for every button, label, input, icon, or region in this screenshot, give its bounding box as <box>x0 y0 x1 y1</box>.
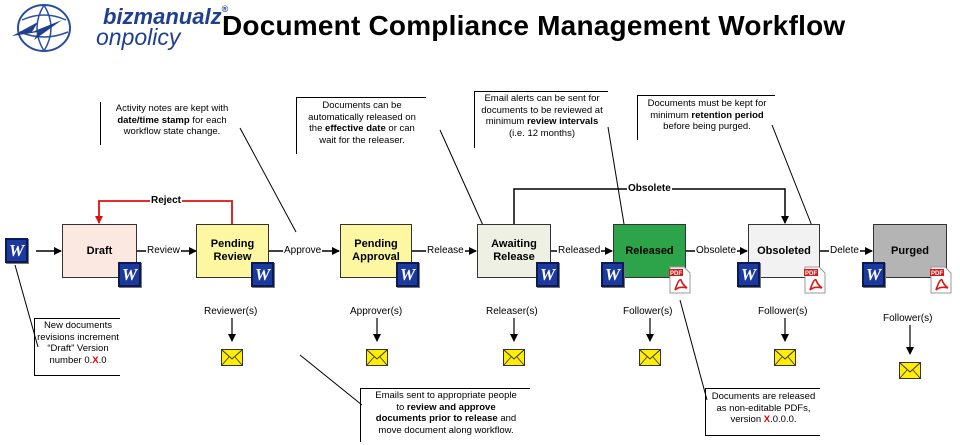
word-document-icon: W <box>862 262 885 287</box>
pdf-icon: PDF <box>669 266 691 294</box>
state-draft-label: Draft <box>86 244 113 257</box>
actor-approvers: Approver(s) <box>350 306 403 317</box>
pdfs-note-bracket <box>705 388 820 436</box>
auto-release-note-pointer <box>439 129 487 233</box>
email-envelope-icon <box>774 349 796 366</box>
email-alerts-note-bracket <box>474 91 608 148</box>
transition-label-obsolete-top: Obsolete <box>627 183 672 195</box>
state-released-label: Released <box>625 244 674 257</box>
transition-label-release: Release <box>426 245 465 257</box>
state-pending-review-label: Pending Review <box>210 238 255 263</box>
emails-note-bracket <box>360 388 530 442</box>
pdf-icon: PDF <box>930 266 952 294</box>
email-envelope-icon <box>639 349 661 366</box>
svg-text:PDF: PDF <box>805 271 817 277</box>
auto-release-note-bracket <box>296 97 426 154</box>
activity-note: Activity notes are kept with date/time s… <box>115 103 229 137</box>
svg-text:PDF: PDF <box>670 271 682 277</box>
globe-arrow-logo-icon <box>12 4 71 52</box>
state-obsoleted-label: Obsoleted <box>757 244 811 257</box>
email-envelope-icon <box>503 349 525 366</box>
pdfs-note: Documents are released as non-editable P… <box>711 391 816 425</box>
actor-releasers: Releaser(s) <box>486 306 538 317</box>
svg-text:PDF: PDF <box>931 271 943 277</box>
word-document-icon: W <box>396 262 419 287</box>
logo-text-onpolicy: onpolicy <box>96 24 181 50</box>
email-envelope-icon <box>366 349 388 366</box>
word-document-icon: W <box>118 262 141 287</box>
activity-note-bracket <box>100 102 240 145</box>
word-document-icon: W <box>536 262 559 287</box>
state-released[interactable]: Released <box>613 224 686 278</box>
state-pending-approval-label: Pending Approval <box>352 238 400 263</box>
auto-release-note: Documents can be automatically released … <box>308 100 416 146</box>
transition-label-review: Review <box>146 245 181 257</box>
state-awaiting-release-label: Awaiting Release <box>491 238 537 263</box>
email-envelope-icon <box>899 362 921 379</box>
actor-reviewers: Reviewer(s) <box>204 306 258 317</box>
email-alerts-note: Email alerts can be sent for documents t… <box>481 93 603 139</box>
word-document-icon: W <box>251 262 274 287</box>
bizmanualz-logo: bizmanualz® onpolicy <box>8 2 228 54</box>
actor-followers-purged: Follower(s) <box>883 313 933 324</box>
page-title: Document Compliance Management Workflow <box>222 10 846 41</box>
state-purged-label: Purged <box>891 244 929 257</box>
pdfs-note-pointer <box>679 299 708 401</box>
word-document-icon: W <box>737 262 760 287</box>
email-alert-note-pointer <box>607 126 625 225</box>
transition-label-released: Released <box>557 245 602 257</box>
retention-note: Documents must be kept for minimum reten… <box>647 98 767 132</box>
transition-label-reject: Reject <box>150 195 183 207</box>
pdf-icon: PDF <box>804 266 826 294</box>
transition-label-approve: Approve <box>283 245 323 257</box>
retention-note-bracket <box>637 95 775 140</box>
retention-note-pointer <box>771 124 813 227</box>
word-document-icon: W <box>5 238 28 263</box>
emails-note-pointer <box>299 354 363 406</box>
word-document-icon: W <box>601 262 624 287</box>
transition-label-obsolete: Obsolete <box>695 245 738 257</box>
new-docs-note: New documents revisions increment “Draft… <box>37 320 119 366</box>
new-docs-note-bracket <box>34 318 120 376</box>
actor-followers-obsoleted: Follower(s) <box>758 306 808 317</box>
emails-note: Emails sent to appropriate people to rev… <box>375 390 517 436</box>
actor-followers-released: Follower(s) <box>623 306 673 317</box>
logo-text-bizmanualz: bizmanualz® <box>103 4 229 29</box>
transition-label-delete: Delete <box>829 245 860 257</box>
email-envelope-icon <box>221 349 243 366</box>
activity-note-pointer <box>239 127 297 233</box>
